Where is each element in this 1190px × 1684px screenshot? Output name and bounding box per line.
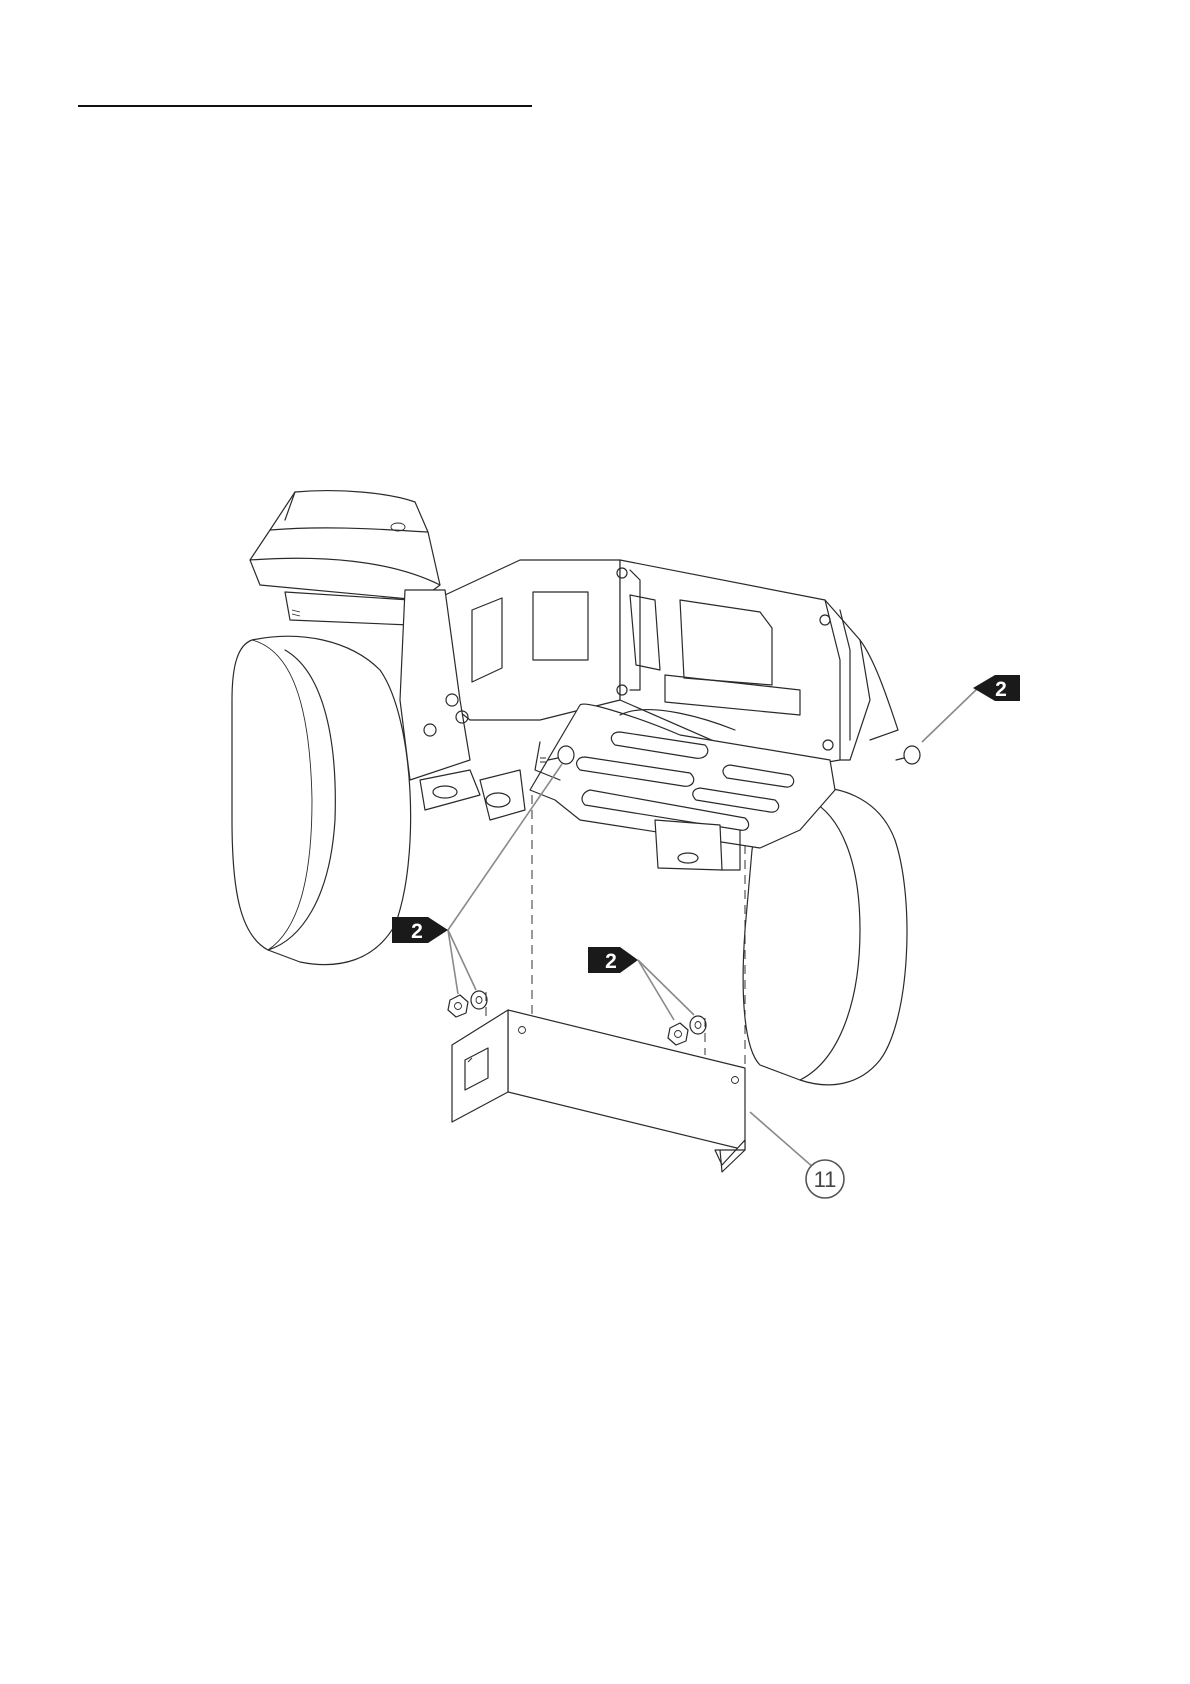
guard-plate [452,1010,745,1172]
item-number-label: 11 [814,1167,837,1192]
callout-label-left: 2 [411,920,423,943]
item-circle-11: 11 [806,1160,844,1198]
callout-tag-right: 2 [973,675,1020,701]
left-wheel [232,636,411,964]
callout-tag-left: 2 [392,917,448,943]
callout-tag-center: 2 [588,947,638,973]
callout-label-center: 2 [605,950,617,973]
callout-label-right: 2 [995,678,1007,701]
